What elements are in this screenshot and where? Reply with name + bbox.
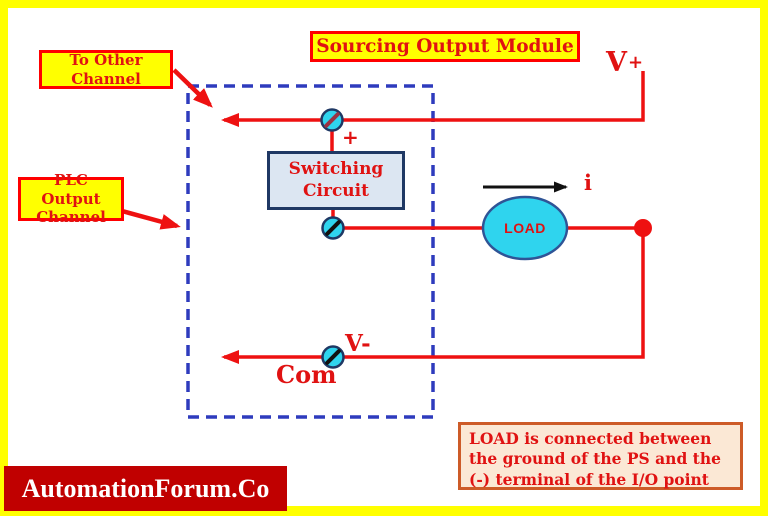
callout-plc-output-channel: PLC Output Channel [18, 171, 124, 226]
note-line-1: LOAD is connected between [469, 429, 712, 448]
wire-v-plus-common-top [221, 71, 645, 127]
current-label: i [584, 170, 592, 195]
note-line-3: (-) terminal of the I/O point [469, 469, 709, 489]
v-plus-sign: + [627, 52, 644, 73]
page-title: Sourcing Output Module [310, 31, 580, 62]
terminal-plus [320, 108, 344, 132]
terminal-output [321, 216, 345, 240]
plc-output-channel-pointer-arrow [121, 208, 181, 230]
v-plus-letter: V [606, 47, 627, 78]
junction-dot [634, 219, 652, 237]
note-line-2: the ground of the PS and the [469, 449, 721, 469]
load-ellipse [481, 195, 569, 261]
v-plus-label: V+ [606, 47, 643, 78]
switching-circuit-box: Switching Circuit [267, 151, 405, 210]
v-minus-label: V- [345, 330, 371, 357]
wire-load-return-common [221, 228, 645, 364]
brand-banner: AutomationForum.Co [4, 466, 287, 511]
com-label: Com [276, 360, 337, 389]
callout-to-other-channel: To Other Channel [39, 50, 173, 89]
to-other-channel-pointer-arrow [172, 68, 213, 108]
note-box: LOAD is connected between the ground of … [458, 422, 743, 490]
terminal-common [321, 345, 345, 369]
plus-terminal-label: + [342, 125, 359, 149]
load-label: LOAD [504, 220, 546, 236]
